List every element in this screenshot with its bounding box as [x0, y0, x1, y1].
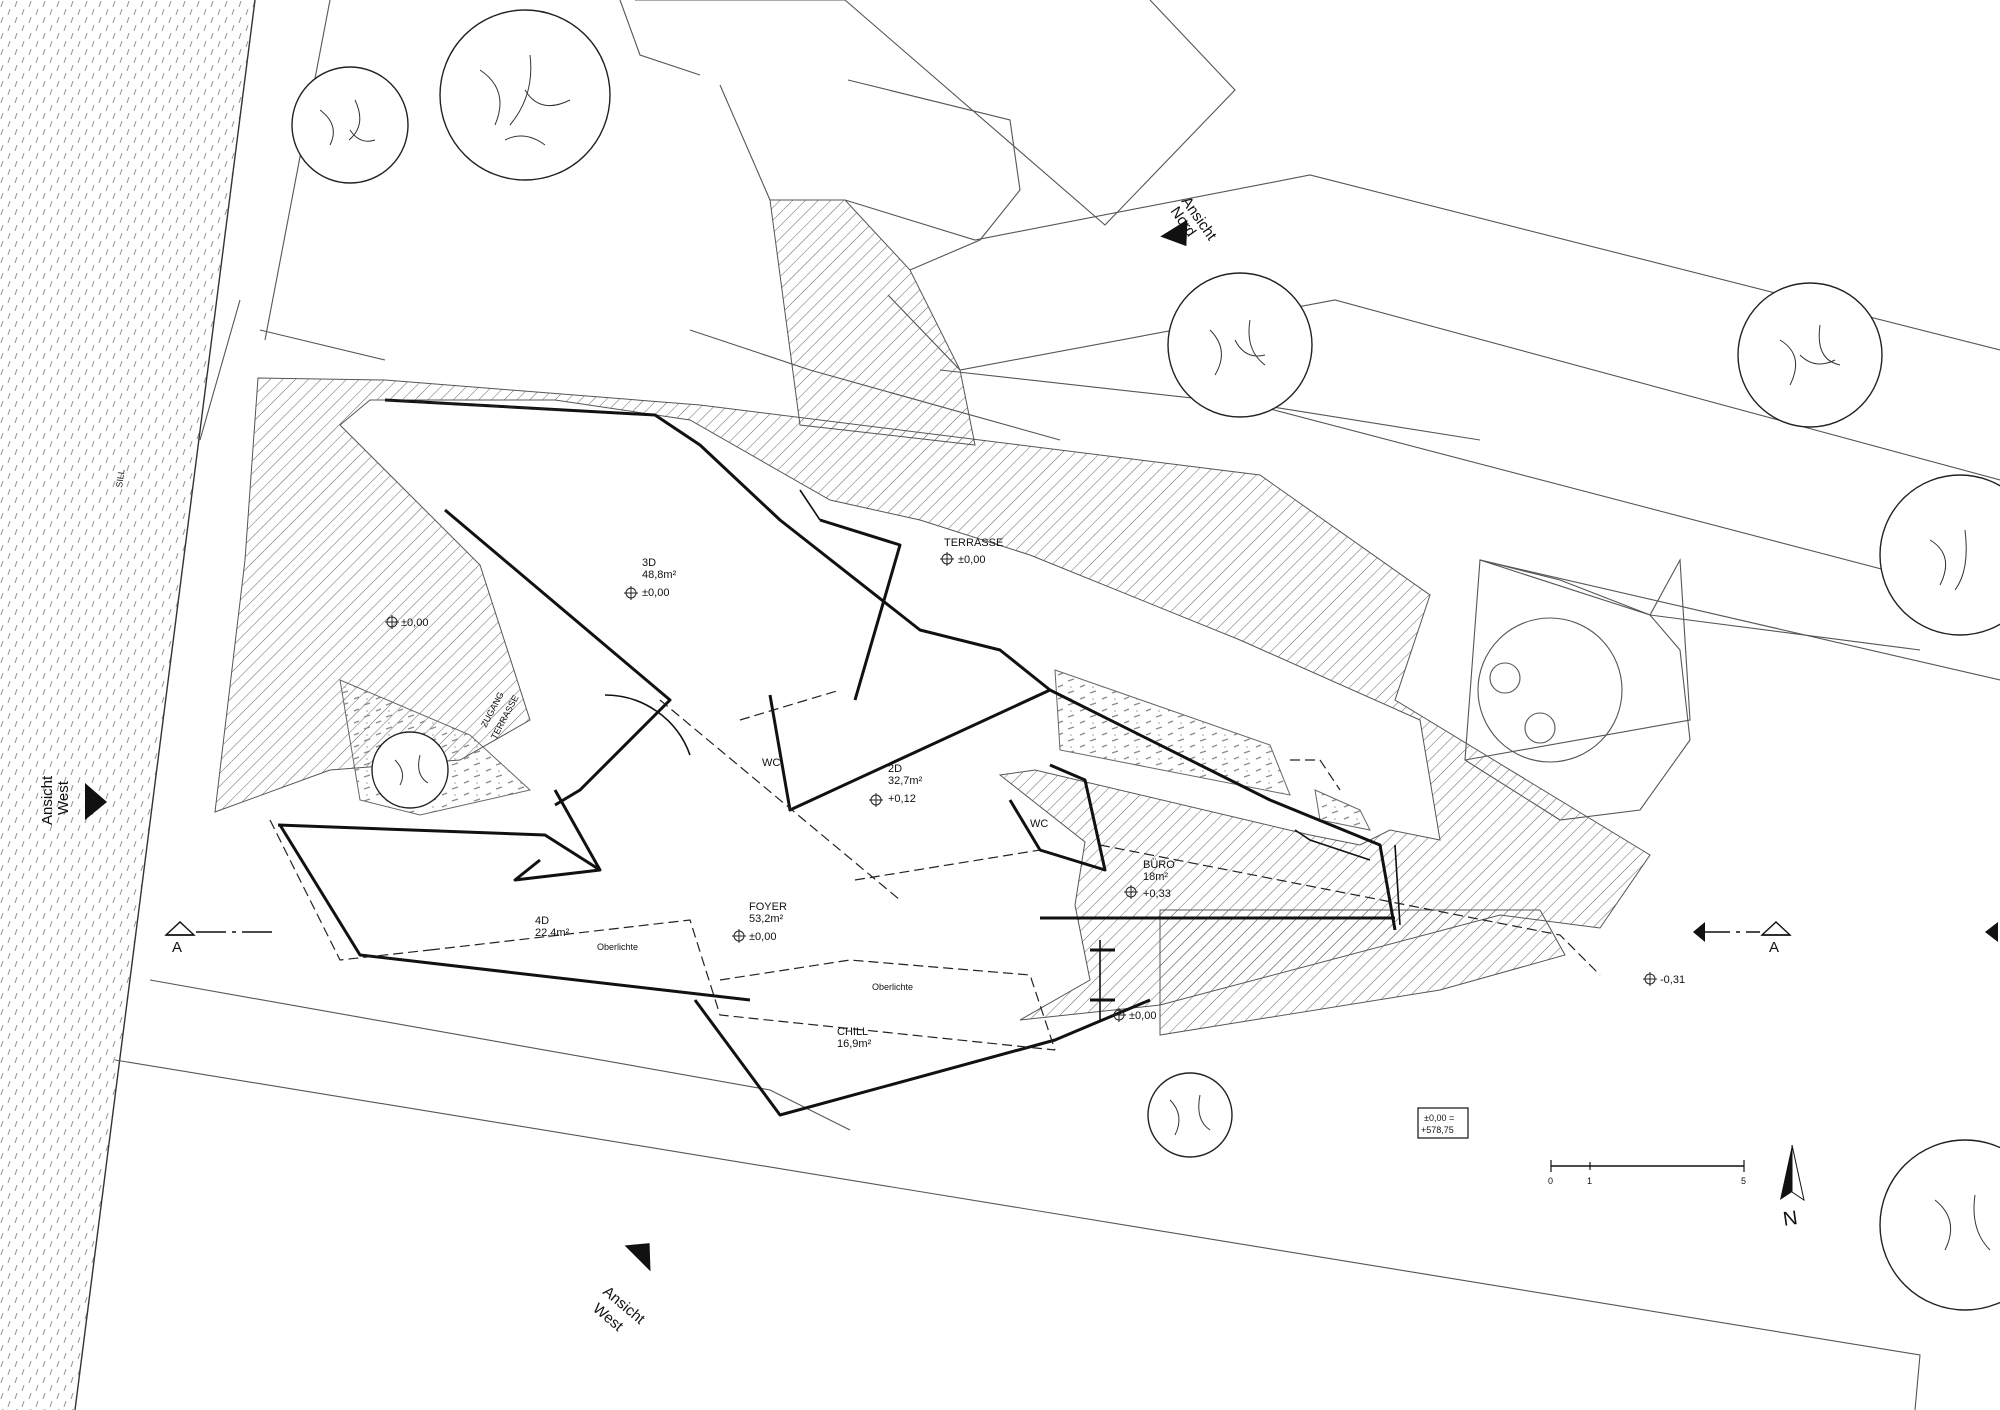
view-west-left-line-2: West	[55, 780, 72, 815]
area-terrasse: TERRASSE ±0,00	[944, 537, 1003, 566]
scale-tick-5: 5	[1741, 1176, 1746, 1186]
level-east: -0,31	[1660, 974, 1685, 986]
view-west-left-line-1: Ansicht	[39, 775, 56, 825]
north-label: N	[1782, 1207, 1799, 1231]
room-buero: BÜRO 18m² +0,33	[1143, 859, 1175, 900]
room-2d-name: 2D	[888, 763, 902, 775]
section-a-left: A	[172, 939, 182, 956]
room-2d: 2D 32,7m² +0,12	[888, 763, 923, 805]
level-markers	[385, 552, 1657, 1022]
scale-tick-1: 1	[1587, 1176, 1592, 1186]
trees	[291, 9, 2000, 1311]
room-buero-level: +0,33	[1143, 888, 1171, 900]
room-4d-area: 22,4m²	[535, 927, 570, 939]
overhead-lines	[269, 399, 1601, 1051]
room-3d-level: ±0,00	[642, 587, 669, 599]
wc-1-label: WC	[762, 757, 780, 769]
room-3d-name: 3D	[642, 557, 656, 569]
terrasse-level: ±0,00	[958, 554, 985, 566]
room-foyer-area: 53,2m²	[749, 913, 784, 925]
datum-box: ±0,00 = +578,75	[1417, 1107, 1469, 1139]
level-west: ±0,00	[401, 617, 428, 629]
river-sill: SILL	[0, 0, 256, 1410]
tree-8	[1879, 1139, 2000, 1311]
room-buero-area: 18m²	[1143, 871, 1168, 883]
building-walls	[277, 398, 1401, 1117]
north-arrow: N	[1780, 1144, 1805, 1231]
scale-tick-0: 0	[1548, 1176, 1553, 1186]
room-4d: 4D 22,4m²	[535, 915, 570, 939]
room-4d-name: 4D	[535, 915, 549, 927]
room-2d-area: 32,7m²	[888, 775, 923, 787]
room-foyer-name: FOYER	[749, 901, 787, 913]
section-marker-left: A	[164, 921, 275, 956]
tree-6	[371, 731, 449, 809]
view-marker-west-left: Ansicht West	[39, 775, 107, 825]
oberlichte-label-1: Oberlichte	[597, 942, 638, 952]
river-label: SILL	[114, 469, 126, 489]
wc-2-label: WC	[1030, 818, 1048, 830]
tree-4	[1737, 282, 1883, 428]
room-2d-level: +0,12	[888, 793, 916, 805]
view-marker-west-bottom: Ansicht West	[589, 1243, 651, 1335]
room-foyer-level: ±0,00	[749, 931, 776, 943]
section-marker-right: A	[1693, 921, 1998, 956]
room-chill-area: 16,9m²	[837, 1038, 872, 1050]
room-buero-name: BÜRO	[1143, 859, 1175, 871]
level-entry: ±0,00	[1129, 1010, 1156, 1022]
scale-bar: 0 1 5	[1548, 1160, 1746, 1186]
tree-7	[1147, 1072, 1233, 1158]
section-a-right: A	[1769, 939, 1779, 956]
terrasse-name: TERRASSE	[944, 537, 1003, 549]
room-chill-name: CHILL	[837, 1026, 868, 1038]
room-3d: 3D 48,8m² ±0,00	[642, 557, 677, 599]
room-chill: CHILL 16,9m²	[837, 1026, 872, 1050]
tree-1	[291, 66, 409, 184]
datum-line-1: ±0,00 =	[1424, 1113, 1454, 1123]
datum-line-2: +578,75	[1421, 1125, 1454, 1135]
oberlichte-label-2: Oberlichte	[872, 982, 913, 992]
tree-5	[1879, 474, 2000, 636]
tree-3	[1167, 272, 1313, 418]
hatched-paving	[214, 199, 1651, 1036]
tree-2	[439, 9, 611, 181]
room-foyer: FOYER 53,2m² ±0,00	[749, 901, 787, 943]
room-3d-area: 48,8m²	[642, 569, 677, 581]
